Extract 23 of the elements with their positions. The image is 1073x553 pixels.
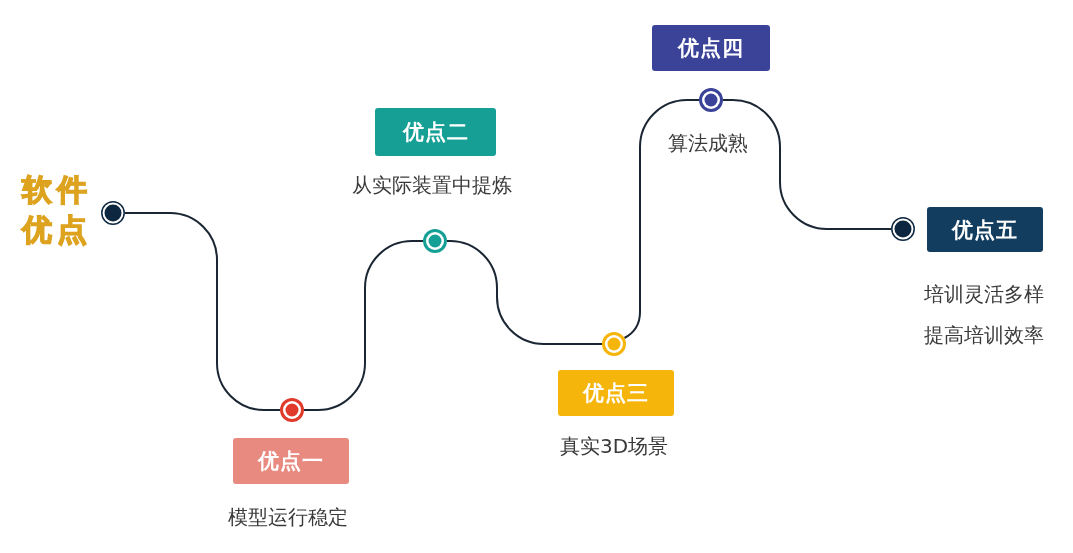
connector-line <box>124 212 281 411</box>
connector-line <box>303 240 424 411</box>
path-dot <box>423 229 447 253</box>
description-text: 真实3D场景 <box>559 434 669 458</box>
heading-badge: 优点一 <box>233 438 349 484</box>
connector-line <box>446 240 603 345</box>
path-dot <box>101 201 125 225</box>
path-dot <box>280 398 304 422</box>
path-dot <box>602 332 626 356</box>
path-dot <box>699 88 723 112</box>
heading-badge: 优点五 <box>927 207 1043 252</box>
title-text: 软件优点 <box>22 171 93 249</box>
description-text: 从实际装置中提炼 <box>352 173 512 197</box>
connector-line <box>722 99 892 230</box>
description-text: 算法成熟 <box>668 131 748 155</box>
heading-badge: 优点三 <box>558 370 674 416</box>
heading-badge: 优点二 <box>375 108 496 156</box>
path-dot <box>891 217 915 241</box>
heading-badge: 优点四 <box>652 25 770 71</box>
description-text: 模型运行稳定 <box>228 505 348 529</box>
connector-line <box>623 99 700 339</box>
description-text: 提高培训效率 <box>924 323 1044 347</box>
description-text: 培训灵活多样 <box>924 282 1044 306</box>
